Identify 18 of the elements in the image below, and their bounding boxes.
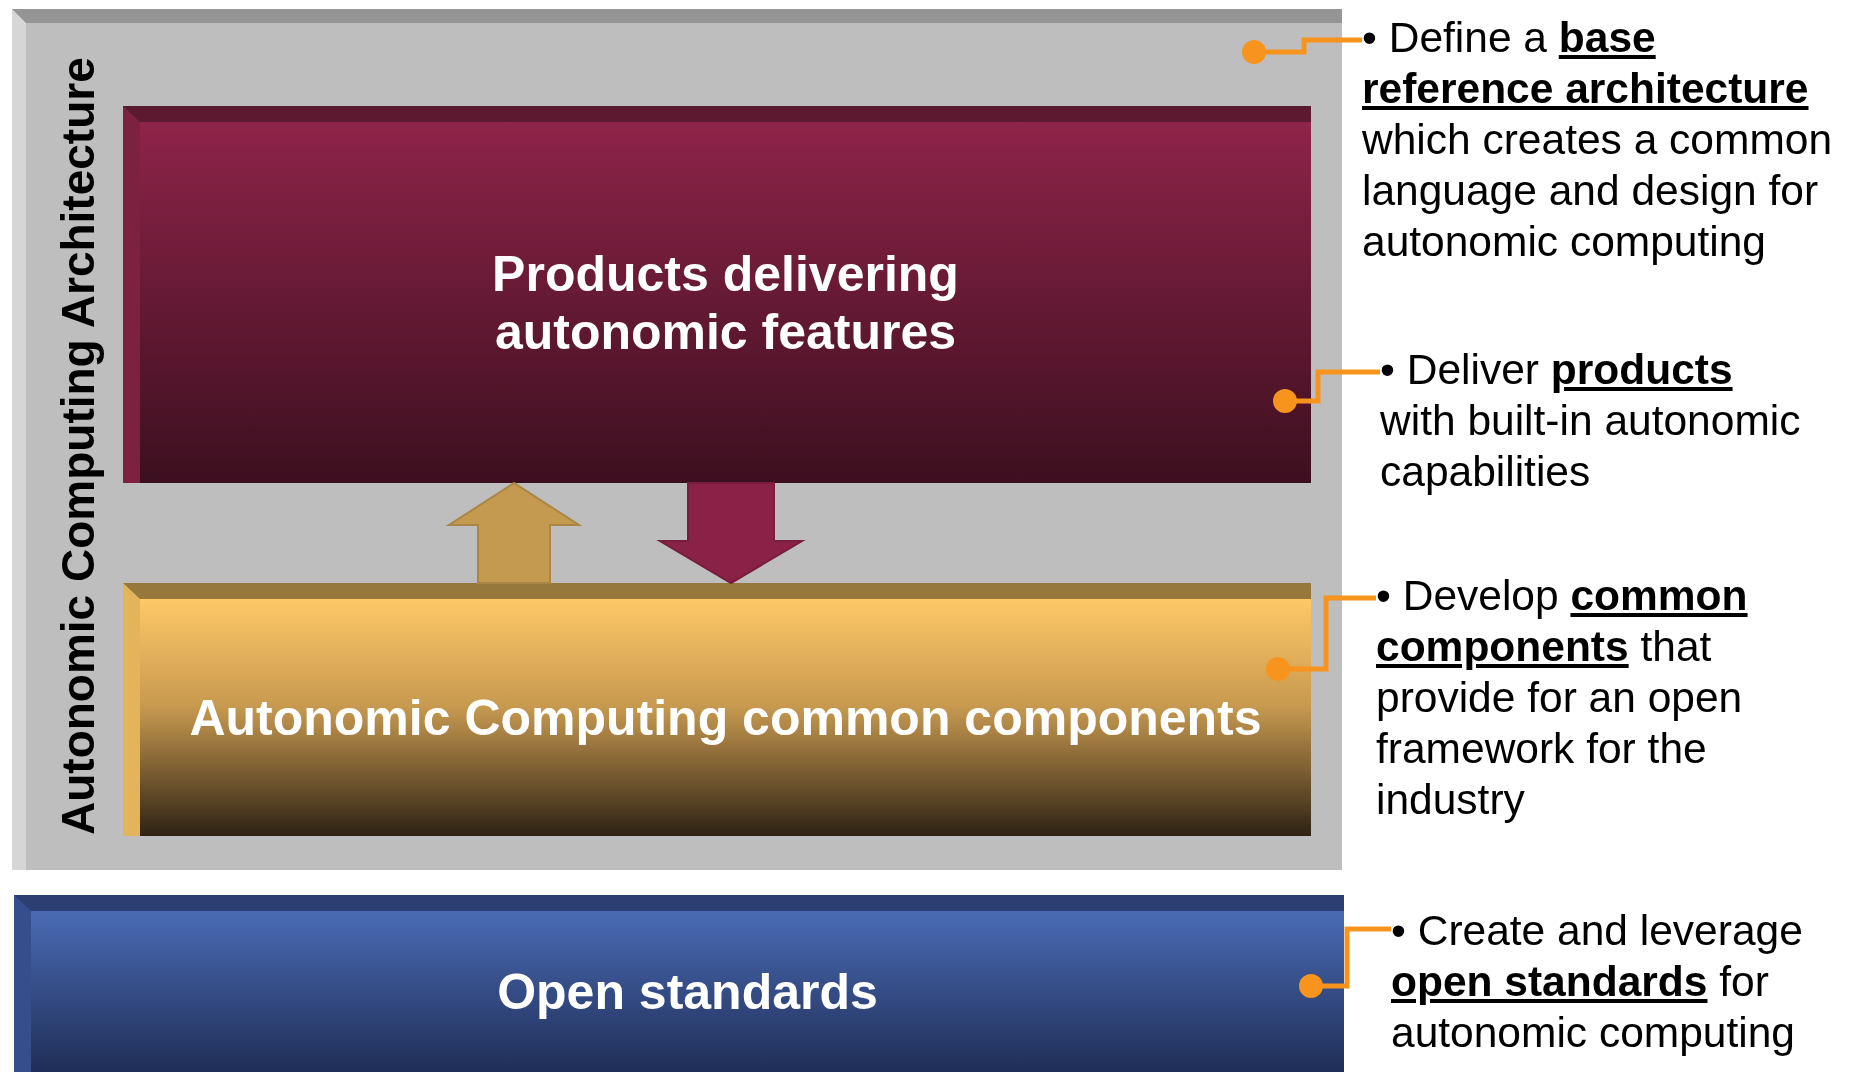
architecture-panel <box>12 9 1342 870</box>
block-arrow <box>656 482 806 585</box>
bullet-text: • Define a base reference architecture which creates a common language and design for autonomic computing <box>1362 13 1834 267</box>
components-block <box>123 583 1311 836</box>
block-arrow <box>445 481 583 584</box>
standards-block <box>14 895 1344 1072</box>
leader-line <box>1299 926 1391 998</box>
block-label: Autonomic Computing common components <box>189 688 1262 747</box>
leader-line <box>1273 369 1380 413</box>
bullet-text: • Create and leverage open standards for autonomic computing <box>1391 906 1804 1058</box>
leader-line <box>1242 37 1362 64</box>
bullet-text: • Develop common components that provide for an open framework for the industry <box>1376 571 1749 825</box>
product-block <box>123 106 1311 483</box>
leader-line <box>1266 595 1376 681</box>
block-label: Products delivering autonomic features <box>491 244 960 361</box>
block-label: Open standards <box>497 962 878 1021</box>
vertical-title: Autonomic Computing Architecture <box>51 56 105 835</box>
bullet-text: • Deliver products with built-in autonomic capabilities <box>1380 345 1802 497</box>
